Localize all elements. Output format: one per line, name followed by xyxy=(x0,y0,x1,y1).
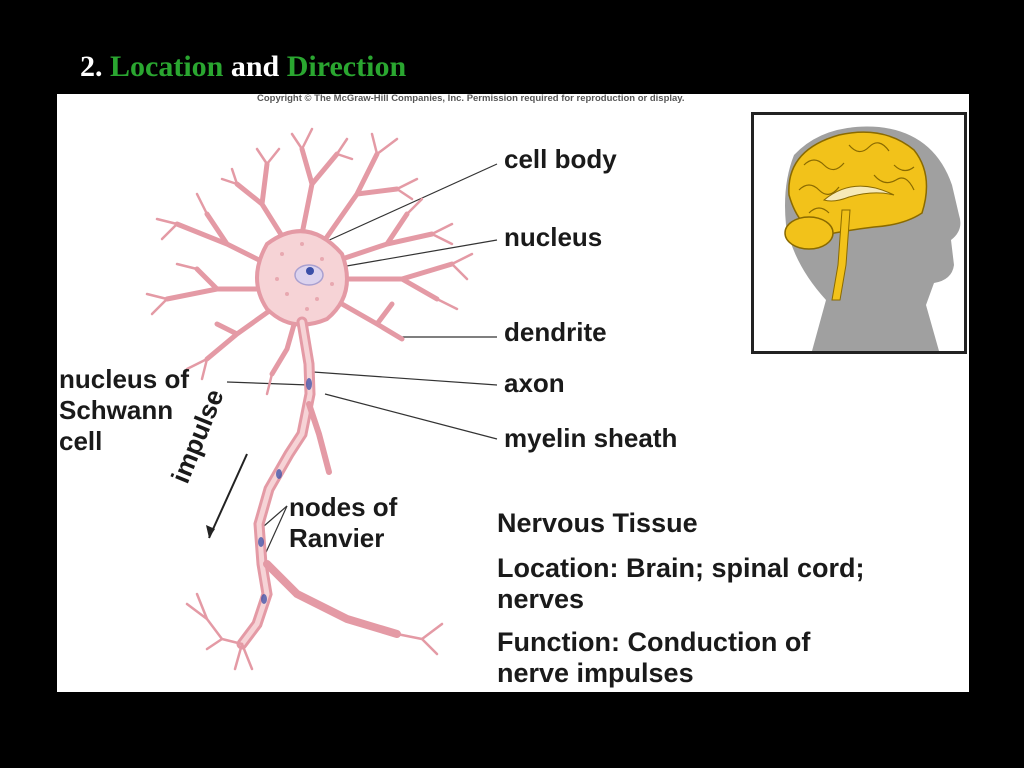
nucleolus-dot xyxy=(306,267,314,275)
desc-function-line1: Function: Conduction of xyxy=(497,627,811,657)
corpus-callosum xyxy=(822,185,895,202)
schwann-nuclei xyxy=(258,378,312,604)
dendrite-tips xyxy=(145,127,474,396)
brain-inset xyxy=(751,112,967,354)
label-myelin-sheath: myelin sheath xyxy=(504,423,678,453)
label-dendrite: dendrite xyxy=(504,317,607,347)
label-cell-body: cell body xyxy=(504,144,617,174)
label-schwann-line2: Schwann xyxy=(59,395,174,425)
label-axon: axon xyxy=(504,368,565,398)
copyright-notice: Copyright © The McGraw-Hill Companies, I… xyxy=(257,94,685,104)
axon-collateral xyxy=(306,401,332,475)
title-word-and: and xyxy=(230,50,280,83)
title-word-location: Location xyxy=(110,50,224,83)
title-number: 2. xyxy=(80,50,103,83)
desc-function-line2: nerve impulses xyxy=(497,658,694,688)
spinal-cord xyxy=(831,209,851,301)
axon-terminals xyxy=(185,592,444,671)
label-schwann-line3: cell xyxy=(59,426,103,456)
cerebellum xyxy=(784,216,834,250)
nucleus-shape xyxy=(294,264,324,286)
neuron-illustration xyxy=(145,127,498,671)
title-word-direction: Direction xyxy=(286,50,407,83)
desc-heading: Nervous Tissue xyxy=(497,508,698,538)
label-schwann-line1: nucleus of xyxy=(59,364,190,394)
desc-location-line1: Location: Brain; spinal cord; xyxy=(497,553,865,583)
impulse-arrow-line xyxy=(208,453,248,539)
label-nucleus: nucleus xyxy=(504,222,603,252)
label-nodes-line2: Ranvier xyxy=(289,523,385,553)
slide-title: 2. Location and Direction xyxy=(80,50,406,84)
axon-branch xyxy=(263,560,401,638)
brain-folds xyxy=(798,142,915,214)
impulse-arrow-head xyxy=(206,525,215,538)
cell-body-texture xyxy=(275,242,334,311)
figure-panel: Copyright © The McGraw-Hill Companies, I… xyxy=(57,94,969,692)
desc-location-line2: nerves xyxy=(497,584,585,614)
head-brain-illustration xyxy=(784,126,961,351)
label-nodes-line1: nodes of xyxy=(289,492,398,522)
